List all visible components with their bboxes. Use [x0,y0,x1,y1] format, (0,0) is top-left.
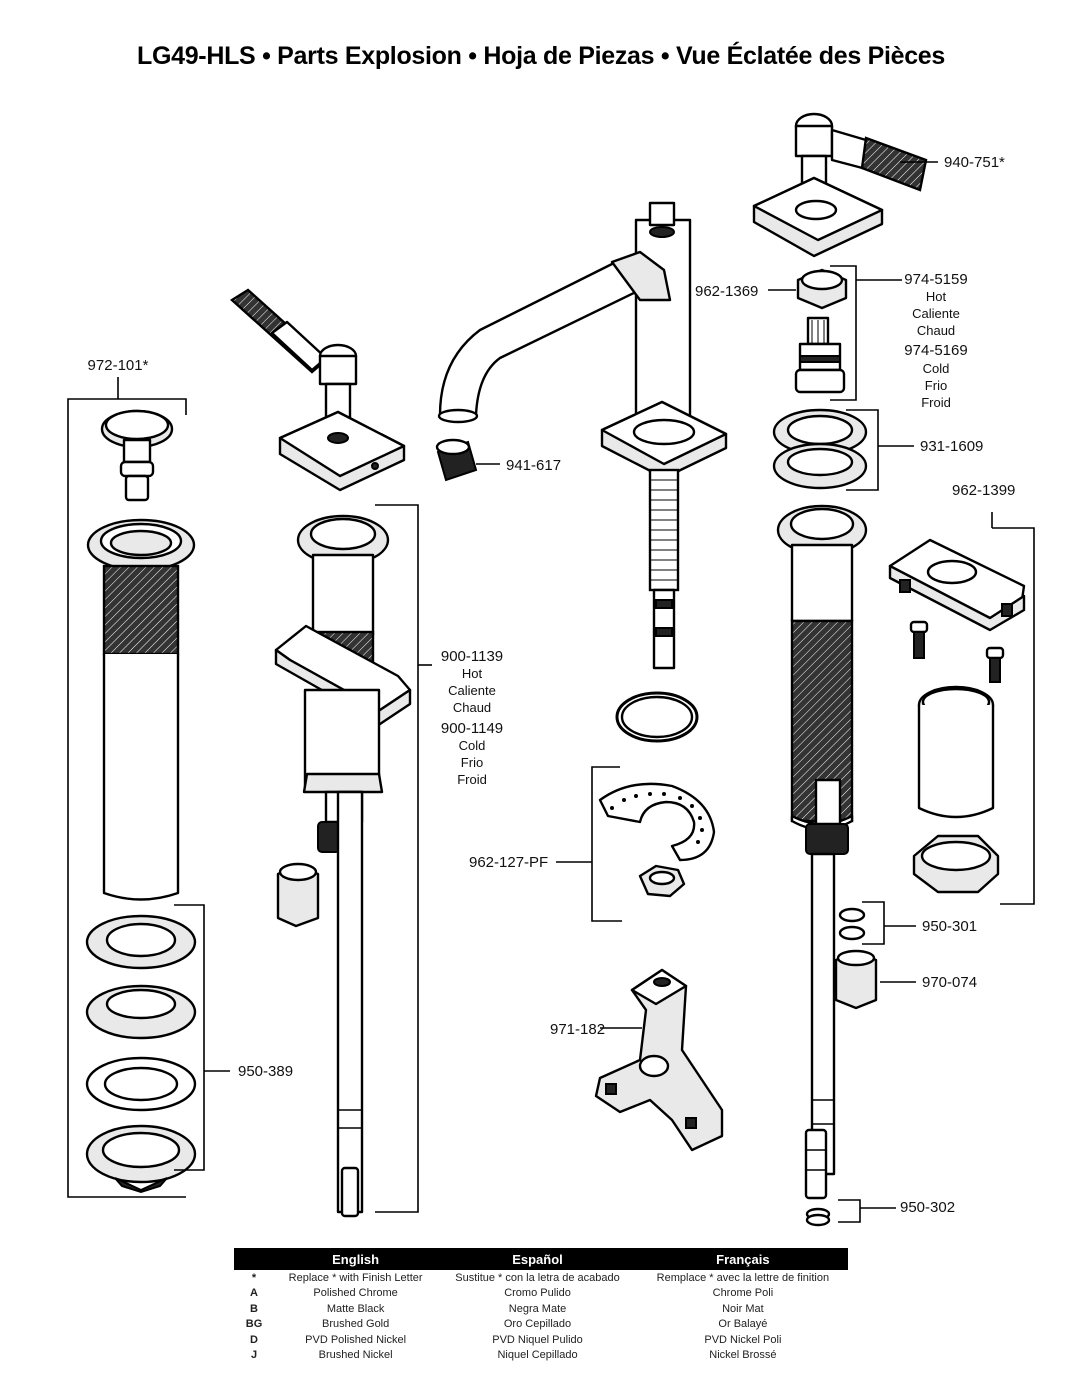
seal-rings-illustration [772,408,868,490]
coupling-nut-illustration [834,949,878,1010]
page-title: LG49-HLS • Parts Explosion • Hoja de Pie… [136,42,946,70]
label-941-617: 941-617 [506,457,561,474]
table-row: B Matte Black Negra Mate Noir Mat [234,1301,848,1317]
o-rings-illustration [838,907,866,941]
table-row: A Polished Chrome Cromo Pulido Chrome Po… [234,1286,848,1302]
label-970-074: 970-074 [922,974,977,991]
label-962-1399: 962-1399 [952,482,1015,499]
finish-french: Chrome Poli [712,1287,774,1300]
label-cold-es-left: Frio [461,755,483,770]
label-962-127-pf: 962-127-PF [469,854,548,871]
finish-english: Brushed Gold [321,1318,390,1331]
label-931-1609: 931-1609 [920,438,983,455]
label-950-389: 950-389 [238,1063,293,1080]
table-row: * Replace * with Finish Letter Sustitue … [234,1270,848,1286]
finish-code: * [251,1271,257,1284]
drain-assembly-illustration [85,409,197,1194]
aerator-illustration [435,438,478,482]
label-hot-fr-left: Chaud [453,700,491,715]
label-hot-es-right: Caliente [912,306,960,321]
finish-french: PVD Nickel Poli [704,1333,782,1346]
finish-english: Brushed Nickel [318,1349,393,1362]
label-900-1149: 900-1149 [441,720,503,737]
label-cold-fr-left: Froid [457,772,487,787]
finish-code: B [250,1302,258,1315]
finish-french: Noir Mat [722,1302,764,1315]
finish-french: Or Balayé [718,1318,768,1331]
table-row: D PVD Polished Nickel PVD Niquel Pulido … [234,1332,848,1348]
label-cold-en-left: Cold [459,738,486,753]
finish-spanish: Cromo Pulido [504,1287,571,1300]
cartridge-illustration [794,316,846,394]
label-962-1369: 962-1369 [695,283,758,300]
left-handle-valve-illustration [230,288,412,1218]
mounting-bracket-illustration [594,968,724,1152]
screen-washer-illustration [805,1207,831,1227]
right-handle-illustration [752,112,928,258]
finish-table: English Español Français * Replace * wit… [234,1248,848,1363]
table-row: J Brushed Nickel Niquel Cepillado Nickel… [234,1348,848,1364]
bonnet-nut-illustration [796,268,848,310]
valve-clip-kit-illustration [888,538,1026,894]
label-940-751: 940-751* [944,154,1005,171]
label-cold-en-right: Cold [923,361,950,376]
label-hot-fr-right: Chaud [917,323,955,338]
label-900-1139: 900-1139 [441,648,503,665]
label-974-5159: 974-5159 [904,271,967,288]
finish-french: Remplace * avec la lettre de finition [656,1271,830,1284]
finish-code: BG [245,1318,263,1331]
finish-table-header: English Español Français [234,1248,848,1270]
finish-english: PVD Polished Nickel [305,1333,407,1346]
finish-header-code [234,1248,274,1270]
finish-spanish: Negra Mate [508,1302,567,1315]
finish-spanish: Sustitue * con la letra de acabado [455,1271,620,1284]
finish-english: Matte Black [326,1302,385,1315]
finish-header-english: English [274,1248,438,1270]
finish-spanish: Oro Cepillado [503,1318,572,1331]
label-hot-en-right: Hot [926,289,947,304]
table-row: BG Brushed Gold Oro Cepillado Or Balayé [234,1317,848,1333]
finish-header-spanish: Español [437,1248,638,1270]
mounting-washer-illustration [598,782,716,898]
finish-code: A [250,1287,258,1300]
label-950-301: 950-301 [922,918,977,935]
label-hot-es-left: Caliente [448,683,496,698]
label-950-302: 950-302 [900,1199,955,1216]
label-hot-en-left: Hot [462,666,483,681]
finish-spanish: PVD Niquel Pulido [492,1333,583,1346]
finish-english: Polished Chrome [313,1287,398,1300]
label-972-101: 972-101* [88,357,149,374]
right-valve-body-illustration [776,504,868,1200]
label-cold-fr-right: Froid [921,395,951,410]
label-971-182: 971-182 [550,1021,605,1038]
finish-english: Replace * with Finish Letter [288,1271,423,1284]
label-cold-es-right: Frio [925,378,947,393]
finish-french: Nickel Brossé [709,1349,777,1362]
finish-spanish: Niquel Cepillado [497,1349,578,1362]
finish-header-french: Français [637,1248,848,1270]
spout-illustration [437,201,728,743]
label-974-5169: 974-5169 [904,342,967,359]
finish-code: D [250,1333,258,1346]
finish-code: J [250,1349,258,1362]
